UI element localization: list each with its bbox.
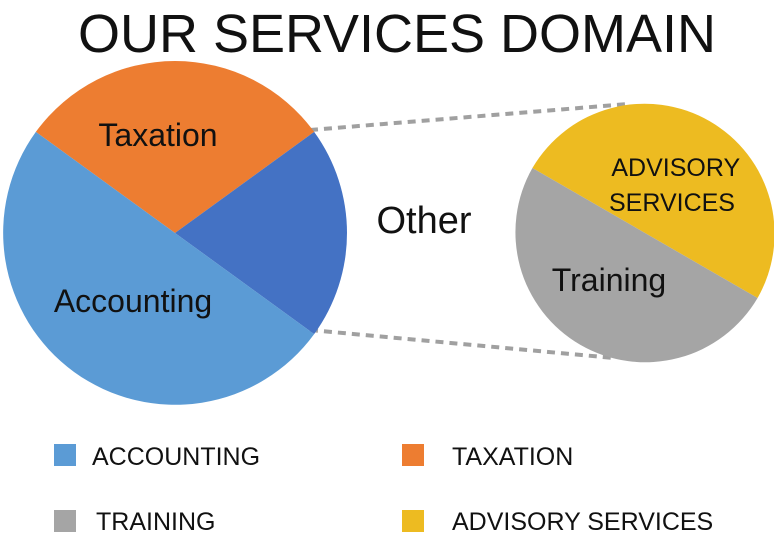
legend-swatch-taxation xyxy=(402,444,424,466)
legend-label-advisory: ADVISORY SERVICES xyxy=(452,508,713,536)
legend-label-training: TRAINING xyxy=(96,508,215,536)
main-pie-slice-other xyxy=(175,131,347,335)
legend-label-taxation: TAXATION xyxy=(452,443,573,471)
main-pie xyxy=(3,61,347,405)
slice-label-taxation: Taxation xyxy=(98,117,217,153)
secondary-pie-slice-training xyxy=(515,168,758,363)
slice-label-advisory-line2: SERVICES xyxy=(609,189,735,217)
legend: ACCOUNTING TAXATION TRAINING ADVISORY SE… xyxy=(54,443,713,536)
slice-label-accounting: Accounting xyxy=(54,283,212,319)
chart-title: OUR SERVICES DOMAIN xyxy=(78,4,716,64)
legend-swatch-accounting xyxy=(54,444,76,466)
secondary-pie xyxy=(515,103,774,363)
main-pie-slice-taxation xyxy=(35,61,315,234)
slice-label-training: Training xyxy=(552,262,666,298)
slice-label-other: Other xyxy=(376,200,471,242)
connector-line-bottom xyxy=(309,328,615,360)
legend-swatch-training xyxy=(54,510,76,532)
slice-label-advisory: ADVISORY SERVICES xyxy=(609,154,747,217)
main-pie-slice-accounting xyxy=(3,131,315,405)
secondary-pie-slice-advisory-services xyxy=(532,103,774,298)
connector-line-top xyxy=(309,102,629,132)
legend-swatch-advisory xyxy=(402,510,424,532)
slice-label-advisory-line1: ADVISORY xyxy=(611,154,740,182)
legend-label-accounting: ACCOUNTING xyxy=(92,443,260,471)
